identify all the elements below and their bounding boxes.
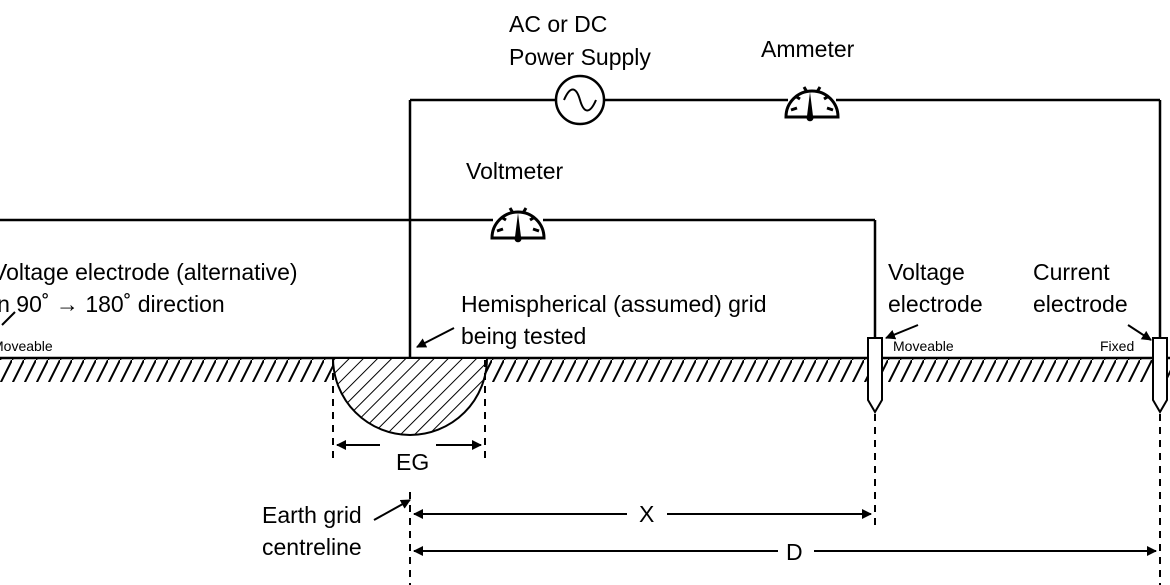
current-fixed-label: Fixed — [1100, 338, 1134, 354]
ammeter-icon — [784, 86, 840, 122]
voltage-moveable-label: Moveable — [893, 338, 954, 354]
voltage-electrode-label-1: Voltage — [888, 259, 965, 285]
voltmeter-label: Voltmeter — [466, 158, 563, 184]
current-electrode-icon — [1152, 337, 1168, 414]
pointer-arrows — [1, 311, 1152, 521]
alt-electrode-label-1: Voltage electrode (alternative) — [0, 259, 298, 285]
current-electrode-label-1: Current — [1033, 259, 1110, 285]
power-supply-label-1: AC or DC — [509, 11, 607, 37]
ac-sine-source-icon — [554, 74, 606, 126]
d-distance-label: D — [786, 539, 803, 565]
voltage-electrode-label-2: electrode — [888, 291, 983, 317]
power-supply-label-2: Power Supply — [509, 44, 651, 70]
current-electrode-label-2: electrode — [1033, 291, 1128, 317]
hemispherical-grid — [331, 357, 489, 436]
grid-label-2: being tested — [461, 323, 586, 349]
dimension-arrows — [336, 440, 1157, 556]
alt-electrode-label-2: in 90˚ → 180˚ direction — [0, 291, 225, 317]
grid-label-1: Hemispherical (assumed) grid — [461, 291, 767, 317]
x-distance-label: X — [639, 501, 654, 527]
eg-label: EG — [396, 449, 429, 475]
centreline-label-1: Earth grid — [262, 502, 362, 528]
alt-moveable-label: Moveable — [0, 338, 53, 354]
centreline-label-2: centreline — [262, 534, 362, 560]
circuit-wires — [0, 98, 1162, 358]
voltage-electrode-icon — [867, 337, 883, 414]
ammeter-label: Ammeter — [761, 36, 855, 62]
ground — [0, 356, 1170, 382]
voltmeter-icon — [490, 207, 546, 243]
